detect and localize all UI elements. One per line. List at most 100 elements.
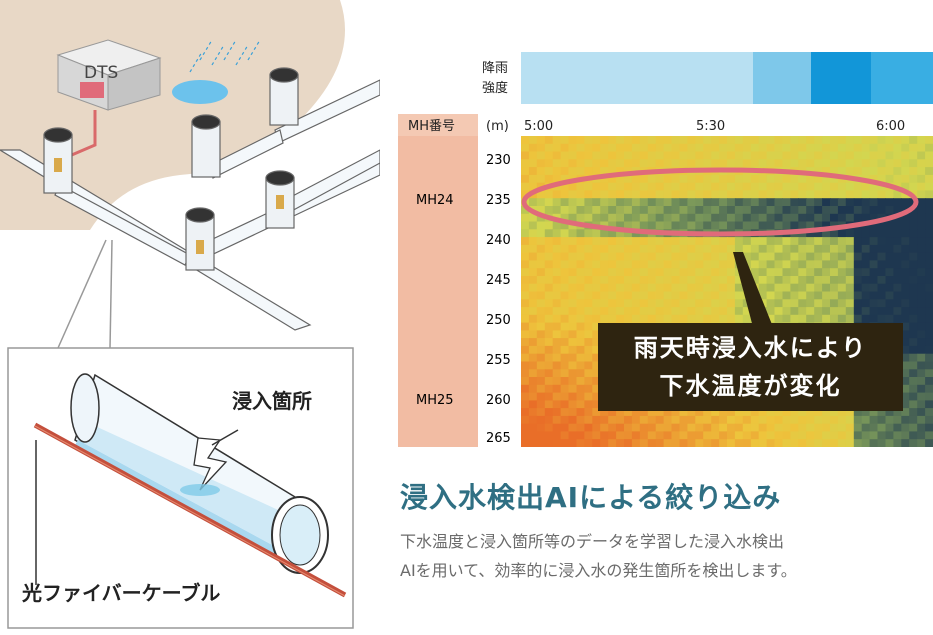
heatmap-cell [655,291,665,300]
heatmap-cell [798,221,807,230]
heatmap-cell [853,167,863,176]
heatmap-cell [655,182,665,192]
heatmap-cell [528,431,538,440]
heatmap-cell [917,252,926,261]
heatmap-cell [703,143,712,153]
heatmap-cell [917,206,926,215]
heatmap-cell [711,213,720,223]
heatmap-cell [893,221,902,230]
heatmap-cell [679,244,688,254]
heatmap-cell [869,276,879,285]
heatmap-cell [853,408,863,417]
heatmap-cell [869,143,879,153]
heatmap-cell [750,408,760,417]
heatmap-cell [790,415,799,425]
heatmap-cell [893,244,902,254]
heatmap-cell [528,338,538,347]
heatmap-cell [734,307,744,316]
heatmap-cell [528,268,538,277]
heatmap-cell [711,439,720,447]
heatmap-cell [806,439,815,447]
heatmap-cell [893,136,902,145]
heatmap-cell [663,291,673,300]
heatmap-cell [734,283,744,293]
heatmap-cell [758,252,768,261]
heatmap-cell [560,415,570,425]
heatmap-cell [552,276,562,285]
heatmap-cell [624,439,633,447]
heatmap-cell [671,299,680,308]
heatmap-cell [576,276,585,285]
heatmap-cell [521,330,530,339]
heatmap-cell [576,268,585,277]
heatmap-cell [869,221,879,230]
heatmap-cell [679,415,688,425]
heatmap-cell [814,213,823,223]
heatmap-cell [806,182,815,192]
heatmap-cell [647,314,657,324]
heatmap-cell [885,159,894,168]
heatmap-cell [901,244,910,254]
heatmap-cell [782,244,791,254]
heatmap-cell [536,229,546,238]
heatmap-cell [885,299,894,308]
heatmap-cell [925,198,933,207]
heatmap-cell [655,299,665,308]
heatmap-cell [687,213,696,223]
heatmap-cell [584,198,593,207]
heatmap-cell [917,307,926,316]
heatmap-cell [837,252,847,261]
heatmap-cell [782,252,791,261]
heatmap-cell [782,431,791,440]
heatmap-cell [885,190,894,199]
heatmap-cell [790,151,799,160]
heatmap-cell [592,384,601,394]
heatmap-cell [552,252,562,261]
heatmap-cell [647,291,657,300]
heatmap-cell [639,244,649,254]
heatmap-cell [845,167,855,176]
heatmap-cell [758,276,768,285]
heatmap-cell [560,314,570,324]
heatmap-cell [552,384,562,394]
heatmap-cell [600,408,609,417]
heatmap-cell [861,276,871,285]
heatmap-cell [822,174,831,184]
heatmap-cell [624,431,633,440]
heatmap-cell [671,151,680,160]
heatmap-cell [853,213,863,223]
heatmap-cell [624,252,633,261]
heatmap-cell [837,439,847,447]
heatmap-cell [806,408,815,417]
heatmap-cell [727,198,736,207]
heatmap-cell [925,400,933,409]
heatmap-cell [711,190,720,199]
heatmap-cell [639,237,649,246]
heatmap-cell [576,415,585,425]
heatmap-cell [727,244,736,254]
heatmap-cell [822,268,831,277]
heatmap-cell [877,408,886,417]
heatmap-cell [830,252,839,261]
heatmap-cell [893,198,902,207]
heatmap-cell [592,276,601,285]
heatmap-cell [608,237,617,246]
heatmap-cell [917,377,926,386]
heatmap-cell [552,244,562,254]
heatmap-cell [584,237,593,246]
heatmap-cell [869,415,879,425]
heatmap-cell [695,151,704,160]
heatmap-cell [727,408,736,417]
heatmap-cell [719,283,728,293]
heatmap-cell [774,213,783,223]
heatmap-cell [750,221,760,230]
heatmap-cell [766,291,776,300]
heatmap-cell [925,291,933,300]
mh-label: MH25 [416,393,454,408]
heatmap-cell [758,268,768,277]
heatmap-cell [861,213,871,223]
heatmap-cell [616,415,625,425]
heatmap-cell [782,237,791,246]
heatmap-cell [687,159,696,168]
heatmap-cell [631,159,641,168]
